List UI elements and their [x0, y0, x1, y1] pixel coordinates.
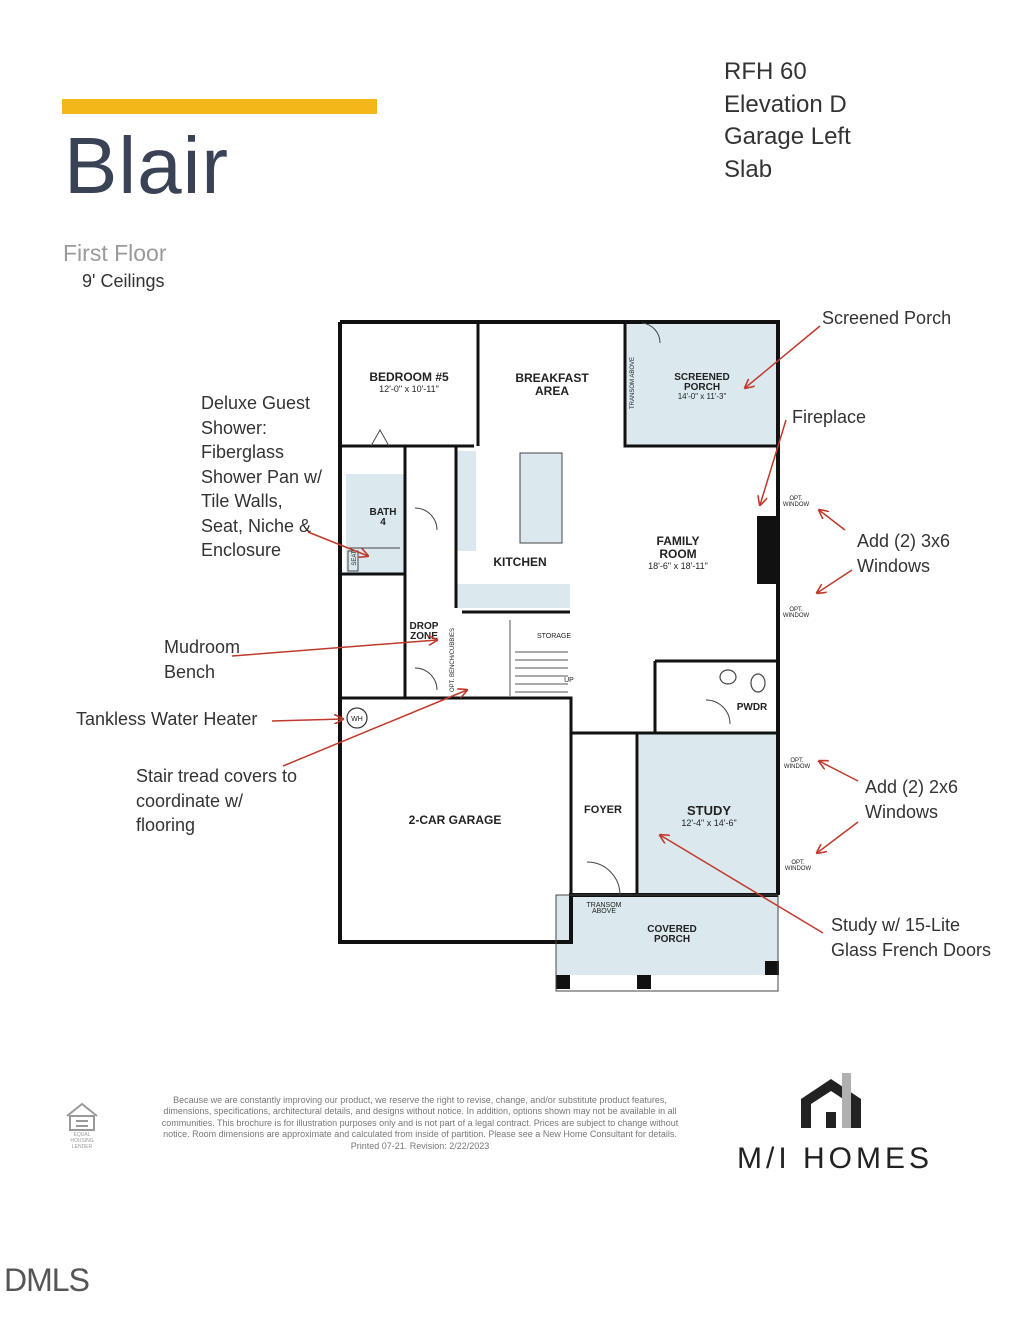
- callout-line: Seat, Niche &: [201, 515, 312, 536]
- stair-treads: [509, 620, 568, 696]
- equal-housing-label: EQUAL HOUSING LENDER: [70, 1132, 94, 1150]
- water-heater: [346, 707, 368, 729]
- ceiling-label: 9' Ceilings: [82, 271, 165, 291]
- door-swings: [370, 322, 731, 896]
- opt-window-label: WINDOW: [784, 764, 811, 770]
- plan-meta: RFH 60 Elevation D Garage Left Slab: [724, 56, 851, 186]
- room-covered-1: COVERED: [647, 924, 696, 935]
- opt-window-label: OPT.: [791, 860, 805, 866]
- opt-window-label: WINDOW: [783, 502, 810, 508]
- room-screened-dim: 14'-0" x 11'-3": [678, 392, 727, 401]
- callout-line: Mudroom: [164, 637, 241, 657]
- kitchen-counter-bottom: [456, 584, 570, 608]
- opt-window-label: WINDOW: [785, 866, 812, 872]
- callout-line: Deluxe Guest: [201, 393, 311, 413]
- kitchen-island: [519, 452, 563, 544]
- room-screened-2: PORCH: [684, 382, 720, 393]
- meta-line: Slab: [724, 155, 773, 183]
- callout-mudroom: Mudroom Bench: [164, 635, 240, 684]
- opt-window-label: WINDOW: [783, 613, 810, 619]
- callout-line: Windows: [857, 555, 931, 576]
- callout-deluxe-shower: Deluxe Guest Shower: Fiberglass Shower P…: [201, 391, 322, 563]
- callout-line: Study w/ 15-Lite: [831, 915, 961, 935]
- room-covered-2: PORCH: [654, 934, 690, 945]
- callout-line: flooring: [136, 815, 196, 835]
- callout-windows-3x6: Add (2) 3x6 Windows: [857, 529, 950, 578]
- callout-line: Windows: [865, 801, 939, 822]
- callout-fireplace: Fireplace: [792, 407, 867, 427]
- callout-line: coordinate w/: [136, 790, 244, 811]
- transom-label-2: ABOVE: [592, 908, 616, 915]
- callout-line: Fiberglass: [201, 442, 285, 462]
- opt-window-label: OPT.: [790, 758, 804, 764]
- study-fill: [639, 733, 777, 893]
- storage-label: STORAGE: [537, 633, 571, 640]
- room-bedroom5: BEDROOM #5: [369, 370, 449, 384]
- room-study: STUDY: [687, 803, 731, 818]
- bath4-fill: [346, 474, 404, 574]
- room-garage: 2-CAR GARAGE: [409, 813, 502, 827]
- callout-line: Shower:: [201, 417, 268, 438]
- room-family-2: ROOM: [659, 547, 696, 561]
- meta-line: Elevation D: [724, 90, 847, 118]
- callout-line: Glass French Doors: [831, 939, 992, 960]
- wh-label: WH: [351, 716, 363, 723]
- interior-walls: [340, 322, 778, 895]
- plan-title: Blair: [64, 121, 230, 210]
- room-drop-2: ZONE: [410, 631, 438, 642]
- opt-window-label: OPT.: [789, 496, 803, 502]
- room-pwdr: PWDR: [737, 702, 768, 713]
- callout-study-doors: Study w/ 15-Lite Glass French Doors: [831, 913, 991, 962]
- callout-stair: Stair tread covers to coordinate w/ floo…: [136, 764, 297, 838]
- callout-arrows: [231, 325, 859, 934]
- room-bath-num: 4: [380, 517, 386, 528]
- room-bedroom5-dim: 12'-0" x 10'-11": [379, 384, 439, 394]
- callout-line: Add (2) 2x6: [865, 777, 959, 797]
- accent-bar: [62, 99, 377, 114]
- room-family-1: FAMILY: [657, 534, 700, 548]
- equal-housing-icon: [66, 1102, 98, 1131]
- callout-line: Shower Pan w/: [201, 466, 323, 487]
- up-label: UP: [564, 677, 574, 684]
- callout-windows-2x6: Add (2) 2x6 Windows: [865, 775, 958, 824]
- room-foyer: FOYER: [584, 804, 622, 816]
- callout-line: Stair tread covers to: [136, 766, 298, 786]
- callout-line: Bench: [164, 661, 216, 682]
- floor-label: First Floor: [63, 240, 167, 266]
- callout-line: Enclosure: [201, 540, 282, 560]
- meta-line: Garage Left: [724, 123, 851, 150]
- porch-posts: [556, 516, 779, 989]
- legal-disclaimer: Because we are constantly improving our …: [161, 1095, 679, 1151]
- callout-line: Add (2) 3x6: [857, 531, 951, 551]
- room-breakfast-2: AREA: [535, 384, 569, 398]
- room-study-dim: 12'-4" x 14'-6": [681, 818, 736, 828]
- callout-tankless: Tankless Water Heater: [76, 709, 258, 729]
- room-kitchen: KITCHEN: [493, 555, 546, 569]
- meta-line: RFH 60: [724, 58, 807, 85]
- room-bath: BATH: [369, 507, 396, 518]
- pwdr-sink: [719, 669, 737, 685]
- transom-above-label: TRANSOM ABOVE: [630, 357, 636, 409]
- callout-line: Tile Walls,: [201, 491, 283, 511]
- mls-watermark: DMLS: [4, 1262, 90, 1298]
- mi-homes-logo-icon: [801, 1073, 861, 1128]
- covered-porch-outline: [555, 894, 779, 992]
- seat-label: SEAT: [352, 550, 358, 566]
- pwdr-toilet: [750, 673, 766, 693]
- shower-seat: [347, 550, 359, 572]
- bench-label: OPT. BENCH/CUBBIES: [450, 628, 456, 692]
- room-drop-1: DROP: [410, 621, 439, 632]
- callout-screened-porch: Screened Porch: [822, 308, 952, 328]
- room-screened-1: SCREENED: [674, 372, 730, 383]
- opt-window-label: OPT.: [789, 607, 803, 613]
- covered-porch-fill: [556, 895, 778, 975]
- room-breakfast-1: BREAKFAST: [515, 371, 589, 385]
- room-family-dim: 18'-6" x 18'-11": [648, 561, 708, 571]
- transom-label-1: TRANSOM: [587, 902, 622, 909]
- kitchen-counter-left: [456, 451, 476, 551]
- brand-name: M/I HOMES: [737, 1142, 934, 1175]
